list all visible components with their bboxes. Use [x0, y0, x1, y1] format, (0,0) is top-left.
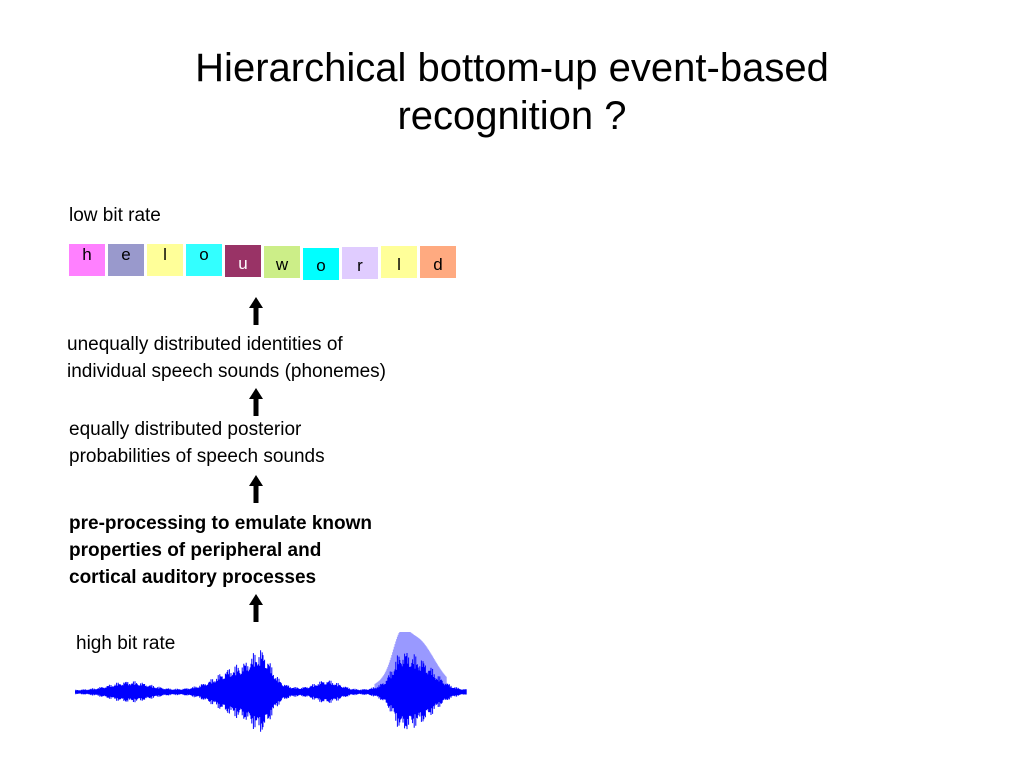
posterior-probabilities-line-1: equally distributed posterior: [69, 419, 302, 440]
phoneme-identities-line-1: unequally distributed identities of: [67, 334, 343, 355]
waveform-signal: [75, 650, 467, 732]
phoneme-box-r: r: [341, 246, 379, 280]
phoneme-box-h: h: [68, 243, 106, 277]
slide-title-line-1: Hierarchical bottom-up event-based: [195, 46, 829, 90]
slide-title: Hierarchical bottom-up event-based recog…: [0, 44, 1024, 140]
up-arrow-icon: [249, 297, 263, 325]
phoneme-box-e: e: [107, 243, 145, 277]
up-arrow-icon: [249, 475, 263, 503]
phoneme-box-l: l: [146, 243, 184, 277]
preprocessing-label: pre-processing to emulate known properti…: [69, 510, 372, 591]
phoneme-box-u: u: [224, 244, 262, 278]
phoneme-identities-line-2: individual speech sounds (phonemes): [67, 361, 386, 382]
high-bit-rate-label: high bit rate: [76, 633, 176, 654]
phoneme-box-l2: l: [380, 245, 418, 279]
phoneme-box-o: o: [185, 243, 223, 277]
preprocessing-line-2: properties of peripheral and: [69, 540, 322, 561]
low-bit-rate-label: low bit rate: [69, 205, 161, 226]
phoneme-box-w: w: [263, 245, 301, 279]
phoneme-identities-label: unequally distributed identities of indi…: [67, 331, 386, 385]
phoneme-box-d: d: [419, 245, 457, 279]
up-arrow-icon: [249, 388, 263, 416]
posterior-probabilities-line-2: probabilities of speech sounds: [69, 446, 325, 467]
waveform-envelope: [374, 632, 447, 689]
posterior-probabilities-label: equally distributed posterior probabilit…: [69, 416, 325, 470]
speech-waveform-icon: [75, 632, 467, 732]
preprocessing-line-3: cortical auditory processes: [69, 567, 317, 588]
slide-title-line-2: recognition ?: [397, 94, 627, 138]
preprocessing-line-1: pre-processing to emulate known: [69, 513, 372, 534]
phoneme-box-o2: o: [302, 247, 340, 281]
up-arrow-icon: [249, 594, 263, 622]
